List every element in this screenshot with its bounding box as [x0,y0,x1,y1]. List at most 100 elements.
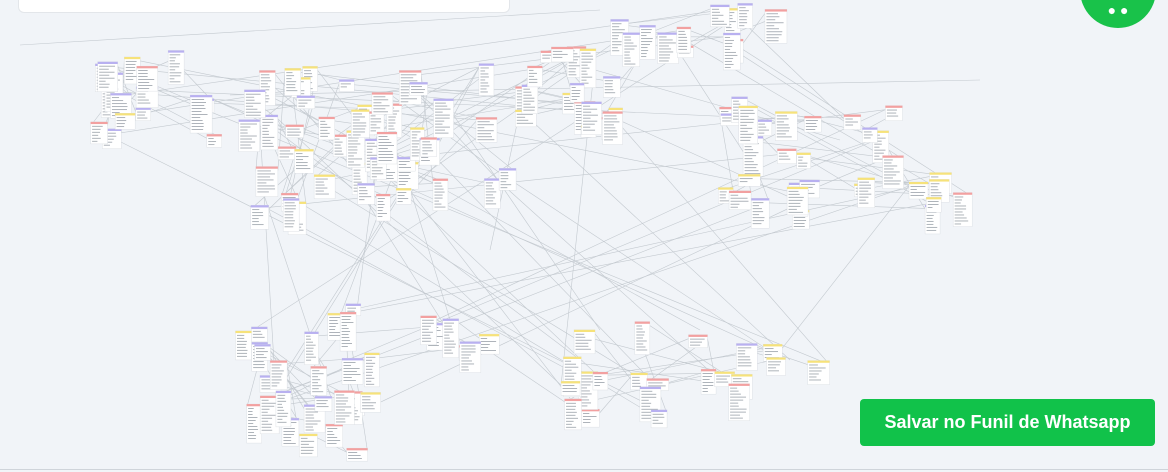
flow-node[interactable] [97,61,118,92]
flow-node[interactable] [498,168,517,191]
flow-node[interactable] [371,92,394,115]
flow-node[interactable] [433,98,454,138]
flow-node[interactable] [246,403,262,444]
flow-node[interactable] [843,114,862,130]
flow-node[interactable] [167,50,185,85]
flow-node[interactable] [736,343,758,371]
flow-node[interactable] [714,371,735,387]
flow-node[interactable] [573,329,596,355]
flow-node[interactable] [255,166,279,197]
flow-node[interactable] [259,395,280,435]
flow-node[interactable] [475,117,498,143]
flow-node[interactable] [521,84,539,114]
flow-node[interactable] [238,119,260,152]
flow-node[interactable] [310,366,327,396]
flow-node[interactable] [478,333,500,355]
flow-node[interactable] [676,26,692,54]
flow-node[interactable] [581,101,602,135]
flow-node[interactable] [929,179,950,203]
flow-node[interactable] [332,134,348,157]
flow-node[interactable] [114,113,136,130]
flow-node[interactable] [551,46,574,63]
flow-node[interactable] [285,124,304,138]
flow-node[interactable] [244,89,266,118]
flow-node[interactable] [284,68,301,96]
flow-node[interactable] [136,65,158,92]
flow-node[interactable] [796,152,811,169]
flow-node[interactable] [432,178,449,211]
flow-node[interactable] [254,344,271,361]
flow-node[interactable] [296,95,316,109]
flow-node[interactable] [313,174,336,199]
search-panel[interactable] [18,0,510,13]
flow-node[interactable] [478,63,495,96]
flow-node[interactable] [657,32,679,64]
flow-node[interactable] [738,105,758,145]
flow-node[interactable] [581,408,600,428]
save-funnel-button[interactable]: Salvar no Funil de Whatsapp [860,399,1155,446]
flow-node[interactable] [885,105,903,121]
flow-node[interactable] [360,392,381,413]
flow-node[interactable] [346,130,365,168]
flow-node[interactable] [737,3,753,29]
flow-node[interactable] [420,137,438,157]
flow-node[interactable] [351,109,370,138]
flow-node[interactable] [277,146,297,160]
flow-node[interactable] [420,315,437,346]
flow-node[interactable] [560,381,581,396]
flow-node[interactable] [357,183,375,205]
flow-node[interactable] [250,205,269,230]
flow-node[interactable] [251,326,268,343]
flow-node[interactable] [442,318,459,358]
flow-node[interactable] [527,65,543,88]
flow-node[interactable] [189,94,213,134]
flow-node[interactable] [862,127,878,143]
flow-node[interactable] [341,357,364,385]
flow-node[interactable] [110,93,132,119]
flow-node[interactable] [124,56,141,85]
flow-node[interactable] [882,155,904,189]
flow-node[interactable] [602,111,623,145]
flow-node[interactable] [786,186,809,216]
flow-node[interactable] [294,149,314,174]
flow-node[interactable] [339,79,355,92]
flow-node[interactable] [723,32,741,71]
flow-node[interactable] [260,114,279,151]
flow-node[interactable] [688,334,708,348]
flow-node[interactable] [409,82,428,96]
flow-node[interactable] [775,111,798,141]
flow-node[interactable] [804,115,822,133]
flow-nodes[interactable] [90,3,973,462]
flow-node[interactable] [777,148,797,164]
flow-node[interactable] [484,178,501,209]
flow-node[interactable] [376,131,398,165]
flow-node[interactable] [368,111,385,135]
flow-node[interactable] [564,398,582,431]
flow-node[interactable] [603,76,621,98]
flow-node[interactable] [364,352,380,388]
flow-node[interactable] [908,181,929,200]
flow-node[interactable] [282,198,300,232]
flow-node[interactable] [592,371,609,391]
flow-node[interactable] [339,311,357,352]
flow-node[interactable] [346,447,368,462]
flow-node[interactable] [634,321,651,355]
flow-node[interactable] [334,390,355,425]
flow-node[interactable] [325,423,343,448]
flow-node[interactable] [926,196,942,213]
flow-node[interactable] [304,331,319,365]
flow-node[interactable] [622,32,641,67]
flow-node[interactable] [579,48,597,88]
flow-node[interactable] [90,121,108,145]
flow-node[interactable] [303,404,326,433]
flow-node[interactable] [766,357,786,376]
flow-node[interactable] [807,360,830,385]
flow-node[interactable] [728,190,752,211]
flow-node[interactable] [135,107,151,121]
flow-node[interactable] [376,193,391,222]
flow-node[interactable] [764,9,788,44]
flow-node[interactable] [275,390,292,428]
flow-node[interactable] [459,341,482,373]
flow-node[interactable] [206,134,222,148]
flow-node[interactable] [728,383,750,421]
